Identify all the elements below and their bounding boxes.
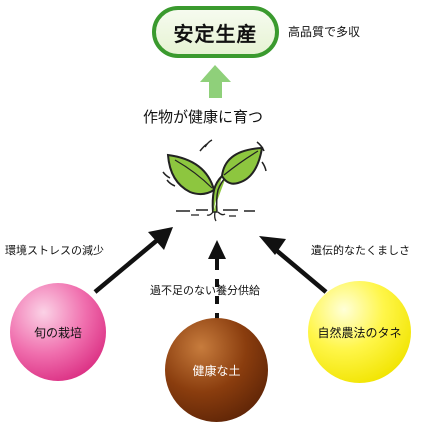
goal-title: 安定生産 bbox=[173, 21, 258, 46]
up-arrow-to-goal bbox=[200, 65, 231, 98]
effect-label-seasonal: 環境ストレスの減少 bbox=[5, 244, 104, 257]
goal-note: 高品質で多収 bbox=[288, 25, 361, 39]
sprout-icon bbox=[162, 139, 267, 222]
goal-box: 安定生産 bbox=[152, 6, 279, 58]
center-label: 作物が健康に育つ bbox=[143, 108, 264, 126]
factor-name-seed: 自然農法のタネ bbox=[317, 325, 402, 340]
factor-ball-seasonal: 旬の栽培 bbox=[10, 283, 106, 381]
effect-label-seed: 遺伝的なたくましさ bbox=[311, 244, 410, 257]
factor-ball-soil: 健康な土 bbox=[165, 318, 268, 422]
arrow-from-seasonal bbox=[93, 227, 173, 294]
factor-name-seasonal: 旬の栽培 bbox=[33, 325, 82, 340]
arrow-from-soil bbox=[208, 240, 226, 319]
factor-name-soil: 健康な土 bbox=[192, 363, 241, 378]
effect-label-soil: 過不足のない養分供給 bbox=[150, 284, 260, 297]
arrow-from-seed bbox=[259, 236, 328, 294]
factor-ball-seed: 自然農法のタネ bbox=[308, 281, 411, 383]
